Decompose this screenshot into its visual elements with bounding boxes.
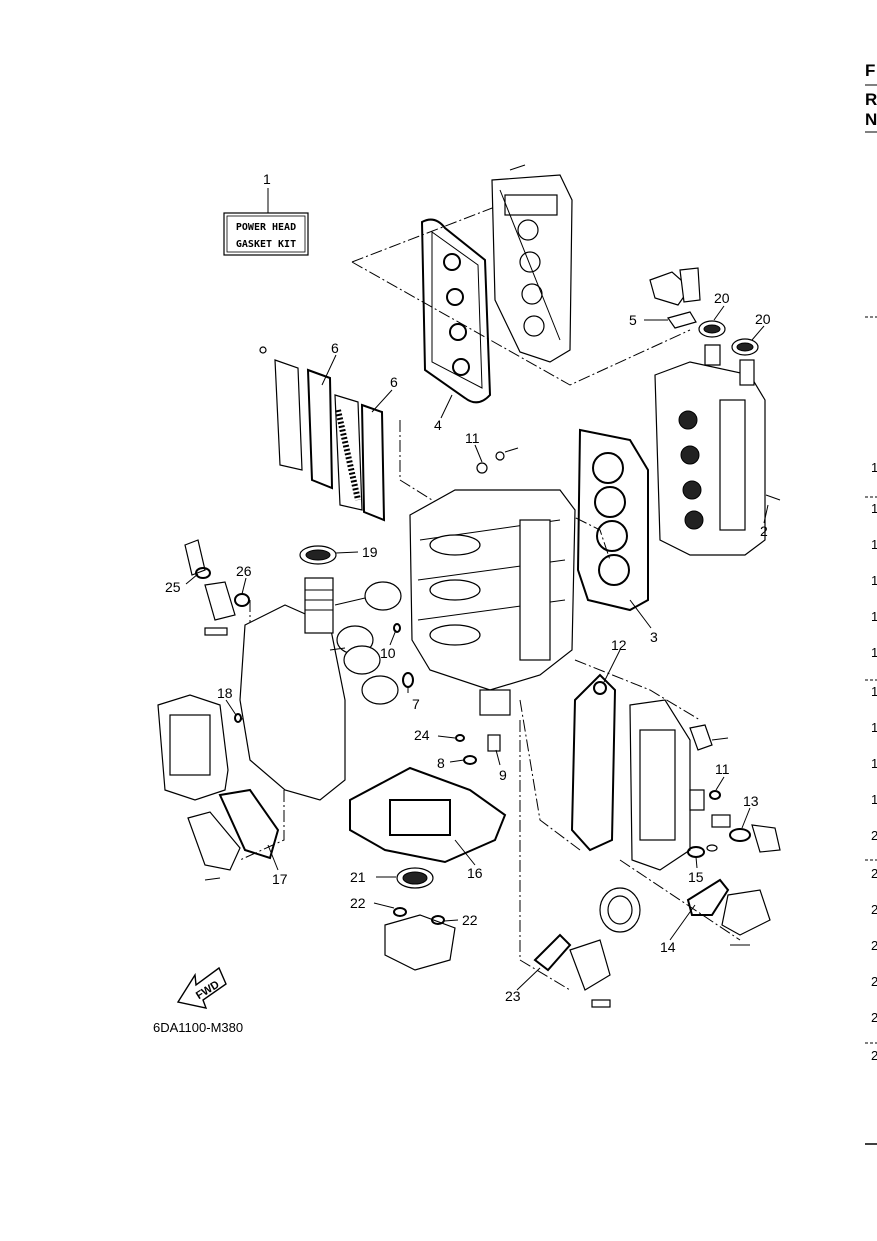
callout-24: 24 (414, 727, 430, 743)
figure-code: 6DA1100-M380 (153, 1020, 243, 1035)
cover-gasket (420, 218, 492, 404)
callout-23: 23 (505, 988, 521, 1004)
callout-9: 9 (499, 767, 507, 783)
callout-1: 1 (263, 171, 271, 187)
kit-label-line2: GASKET KIT (236, 239, 296, 250)
callout-15: 15 (688, 869, 704, 885)
edge-row-9: 1 (871, 756, 877, 771)
callout-16: 16 (467, 865, 483, 881)
fwd-arrow: FWD (176, 966, 227, 1009)
base-gasket (349, 766, 507, 864)
crankcase-assembly (239, 577, 402, 801)
edge-row-1: 1 (871, 460, 877, 475)
callout-12: 12 (611, 637, 627, 653)
oil-seals (667, 311, 759, 356)
edge-row-10: 1 (871, 792, 877, 807)
callout-22-left: 22 (350, 895, 366, 911)
callout-11-right: 11 (715, 761, 730, 777)
edge-row-14: 2 (871, 938, 877, 953)
edge-row-11: 2 (871, 828, 877, 843)
head-gasket (576, 428, 649, 612)
callout-6-left: 6 (331, 340, 339, 356)
callout-25: 25 (165, 579, 181, 595)
callout-14: 14 (660, 939, 676, 955)
intake-gaskets (259, 346, 386, 522)
thermostat-parts (687, 789, 781, 858)
cover-plate (686, 878, 771, 946)
callout-3: 3 (650, 629, 658, 645)
callout-numbers: 1 2 3 4 5 6 6 7 8 9 10 11 11 12 13 14 15… (165, 171, 771, 1004)
exhaust-gasket-right (570, 673, 617, 852)
edge-row-16: 2 (871, 1010, 877, 1025)
callout-21: 21 (350, 869, 366, 885)
callout-10: 10 (380, 645, 396, 661)
edge-row-7: 1 (871, 684, 877, 699)
exhaust-cover-left (157, 694, 229, 801)
edge-row-4: 1 (871, 573, 877, 588)
oil-filter (533, 887, 641, 1008)
edge-row-17: 2 (871, 1048, 877, 1063)
edge-row-13: 2 (871, 902, 877, 917)
cylinder-head-cover (491, 164, 573, 363)
edge-row-2: 1 (871, 501, 877, 516)
crank-seal (299, 545, 337, 565)
callout-26: 26 (236, 563, 252, 579)
callout-19: 19 (362, 544, 378, 560)
edge-header-2: R (865, 90, 877, 109)
callout-8: 8 (437, 755, 445, 771)
edge-row-5: 1 (871, 609, 877, 624)
strainer-housing (384, 867, 456, 971)
cylinder-block (409, 489, 576, 716)
edge-row-12: 2 (871, 866, 877, 881)
edge-row-15: 2 (871, 974, 877, 989)
edge-row-3: 1 (871, 537, 877, 552)
gasket-kit-label: POWER HEAD GASKET KIT (223, 212, 309, 256)
callout-11-top: 11 (465, 430, 480, 446)
edge-row-8: 1 (871, 720, 877, 735)
callout-5: 5 (629, 312, 637, 328)
callout-20-left: 20 (714, 290, 730, 306)
exhaust-cover-right (629, 699, 729, 871)
callout-18: 18 (217, 685, 233, 701)
edge-row-6: 1 (871, 645, 877, 660)
right-edge-content: F R N 1 1 1 1 1 1 1 1 1 1 2 2 2 2 2 2 2 (865, 61, 877, 1145)
edge-header-3: N (865, 110, 877, 129)
callout-13: 13 (743, 793, 759, 809)
kit-label-line1: POWER HEAD (236, 222, 296, 233)
callout-17: 17 (272, 871, 288, 887)
callout-22-right: 22 (462, 912, 478, 928)
cylinder-head (649, 267, 781, 556)
callout-2: 2 (760, 523, 768, 539)
gasket-left (187, 788, 280, 881)
edge-header-1: F (865, 61, 875, 80)
callout-7: 7 (412, 696, 420, 712)
callout-6-right: 6 (390, 374, 398, 390)
callout-leaders (185, 188, 769, 991)
fitting-parts (184, 539, 250, 636)
small-orings (234, 447, 519, 765)
callout-20-right: 20 (755, 311, 771, 327)
callout-4: 4 (434, 417, 442, 433)
